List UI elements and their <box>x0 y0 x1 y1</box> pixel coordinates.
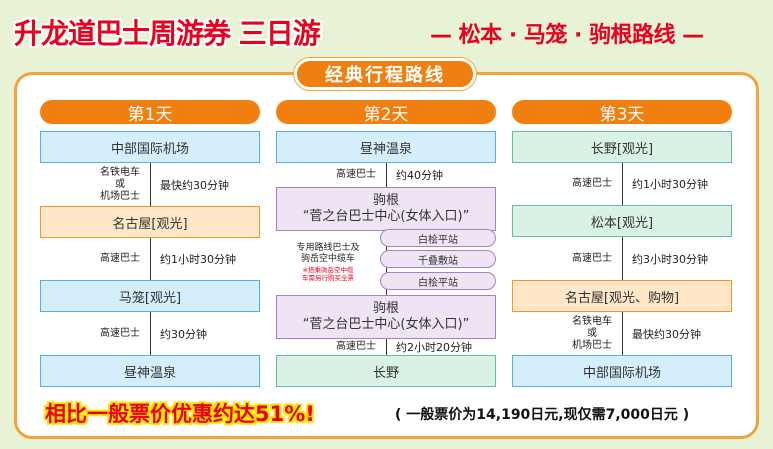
leg-mode: 高速巴士 <box>572 252 612 264</box>
leg-time: 约30分钟 <box>160 327 207 341</box>
leg-nagoya-airport: 名铁电车 或 机场巴士 最快约30分钟 <box>512 312 732 355</box>
day-2-header: 第2天 <box>276 100 496 125</box>
ropeway-mode-label: 专用路线巴士及 驹岳空中缆车 <box>296 243 360 265</box>
leg-matsumoto-nagoya: 高速巴士 约3小时30分钟 <box>512 237 732 280</box>
stop-detail: “菅之台巴士中心(女体入口)” <box>302 317 470 332</box>
leg-nagoya-magome: 高速巴士 约1小时30分钟 <box>40 238 260 280</box>
section-title: 经典行程路线 <box>294 58 476 90</box>
stop-name: 驹根 <box>372 192 399 208</box>
stop-nagano: 长野[观光] <box>512 131 732 163</box>
leg-time: 最快约30分钟 <box>632 327 701 341</box>
leg-mode: 高速巴士 <box>336 169 376 180</box>
leg-time: 约40分钟 <box>396 169 443 182</box>
day-1-header: 第1天 <box>40 100 260 125</box>
stop-name: 驹根 <box>372 300 399 316</box>
station-shirabidaira: 白桧平站 <box>380 229 496 247</box>
stop-komagane-bus-center: 驹根 “菅之台巴士中心(女体入口)” <box>276 187 496 231</box>
ropeway-note: ※搭乘驹岳空中缆 车需另行购买全票 <box>302 265 354 282</box>
leg-mode: 高速巴士 <box>100 253 140 264</box>
leg-time: 约2小时20分钟 <box>396 341 472 354</box>
stop-nagano: 长野 <box>276 355 496 387</box>
leg-mode: 名铁电车 或 机场巴士 <box>572 315 612 351</box>
day-3-column: 第3天 长野[观光] 高速巴士 约1小时30分钟 松本[观光] 高速巴士 约3小… <box>512 100 732 400</box>
station-shirabidaira-return: 白桧平站 <box>380 272 496 290</box>
discount-headline: 相比一般票价优惠约达51%! <box>45 402 315 426</box>
price-note: ( 一般票价为14,190日元,现仅需7,000日元 ) <box>395 407 690 423</box>
stop-hirugami-onsen: 昼神温泉 <box>276 131 496 163</box>
leg-komagane-nagano: 高速巴士 约2小时20分钟 <box>276 339 496 355</box>
leg-mode: 高速巴士 <box>572 178 612 189</box>
stop-detail: “菅之台巴士中心(女体入口)” <box>302 209 470 224</box>
stop-matsumoto: 松本[观光] <box>512 205 732 237</box>
stop-chubu-airport: 中部国际机场 <box>40 131 260 163</box>
leg-magome-hirugami: 高速巴士 约30分钟 <box>40 312 260 355</box>
ropeway-mode: 专用路线巴士及 驹岳空中缆车 ※搭乘驹岳空中缆 车需另行购买全票 <box>276 243 380 282</box>
leg-nagano-matsumoto: 高速巴士 约1小时30分钟 <box>512 163 732 205</box>
stop-komagane-bus-center-return: 驹根 “菅之台巴士中心(女体入口)” <box>276 295 496 339</box>
leg-mode: 名铁电车 或 机场巴士 <box>100 166 140 202</box>
day-2-column: 第2天 昼神温泉 高速巴士 约40分钟 驹根 “菅之台巴士中心(女体入口)” 专… <box>276 100 496 400</box>
leg-hirugami-komane: 高速巴士 约40分钟 <box>276 163 496 187</box>
stop-magome: 马笼[观光] <box>40 280 260 312</box>
station-senjojiki: 千叠敷站 <box>380 250 496 268</box>
leg-mode: 高速巴士 <box>100 327 140 339</box>
leg-time: 约1小时30分钟 <box>632 178 708 191</box>
stop-nagoya-shopping: 名古屋[观光、购物] <box>512 280 732 312</box>
stop-hirugami-onsen: 昼神温泉 <box>40 355 260 387</box>
leg-time: 最快约30分钟 <box>160 178 229 192</box>
leg-airport-nagoya: 名铁电车 或 机场巴士 最快约30分钟 <box>40 163 260 206</box>
page-title: 升龙道巴士周游券 三日游 <box>14 17 321 50</box>
day-3-header: 第3天 <box>512 100 732 125</box>
title-row: 升龙道巴士周游券 三日游 — 松本 · 马笼 · 驹根路线 — <box>0 0 773 58</box>
stop-chubu-airport: 中部国际机场 <box>512 355 732 387</box>
route-subtitle: — 松本 · 马笼 · 驹根路线 — <box>430 23 704 48</box>
day-1-column: 第1天 中部国际机场 名铁电车 或 机场巴士 最快约30分钟 名古屋[观光] 高… <box>40 100 260 400</box>
leg-time: 约1小时30分钟 <box>160 253 236 266</box>
leg-mode: 高速巴士 <box>336 341 376 352</box>
stop-nagoya: 名古屋[观光] <box>40 206 260 238</box>
leg-time: 约3小时30分钟 <box>632 252 708 266</box>
